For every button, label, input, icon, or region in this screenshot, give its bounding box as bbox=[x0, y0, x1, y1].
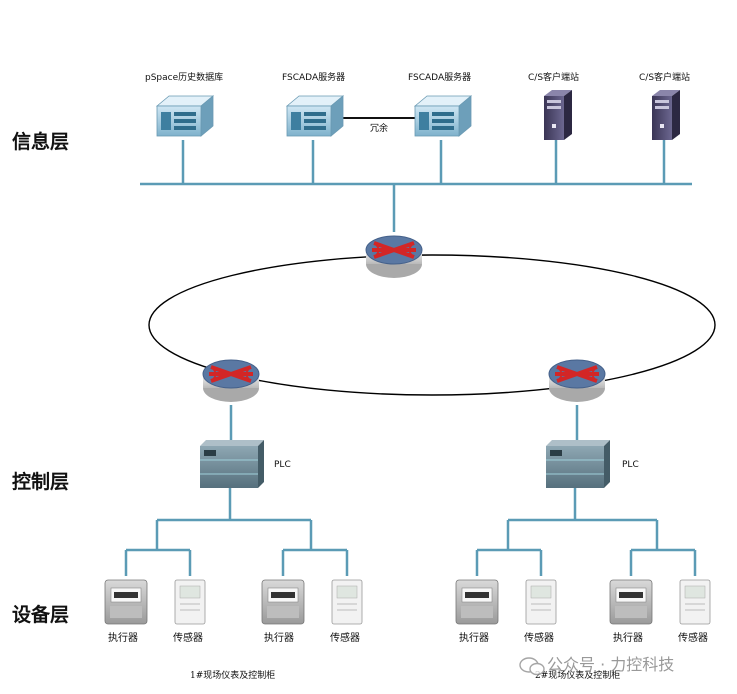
historian-server-icon bbox=[156, 95, 214, 137]
left-device-label-1: 执行器 bbox=[108, 631, 138, 644]
left-cabinet-label: 1#现场仪表及控制柜 bbox=[190, 669, 275, 681]
right-actuator-icon-2 bbox=[609, 579, 653, 625]
left-device-tree bbox=[124, 488, 349, 576]
client-workstation-icon-1 bbox=[544, 90, 572, 140]
control-layer-label: 控制层 bbox=[12, 471, 70, 493]
router-plc-links bbox=[229, 405, 579, 442]
historian-label: pSpace历史数据库 bbox=[145, 71, 223, 83]
left-sensor-icon-2 bbox=[331, 579, 363, 625]
info-layer-label: 信息层 bbox=[12, 131, 70, 153]
device-layer-label: 设备层 bbox=[12, 604, 70, 626]
left-device-label-3: 执行器 bbox=[264, 631, 294, 644]
right-sensor-icon-1 bbox=[525, 579, 557, 625]
client2-label: C/S客户端站 bbox=[639, 71, 690, 83]
right-plc-label: PLC bbox=[622, 460, 639, 470]
left-actuator-icon-1 bbox=[104, 579, 148, 625]
right-plc-icon bbox=[545, 439, 611, 489]
redundant-label: 冗余 bbox=[370, 122, 388, 134]
fscada2-label: FSCADA服务器 bbox=[408, 71, 471, 83]
right-actuator-icon-1 bbox=[455, 579, 499, 625]
fscada-server-icon-1 bbox=[286, 95, 344, 137]
right-device-label-3: 执行器 bbox=[613, 631, 643, 644]
core-router-icon bbox=[364, 234, 424, 280]
right-device-label-1: 执行器 bbox=[459, 631, 489, 644]
right-device-label-4: 传感器 bbox=[678, 631, 708, 644]
left-plc-label: PLC bbox=[274, 460, 291, 470]
client-workstation-icon-2 bbox=[652, 90, 680, 140]
left-actuator-icon-2 bbox=[261, 579, 305, 625]
left-router-icon bbox=[201, 358, 261, 404]
fscada1-label: FSCADA服务器 bbox=[282, 71, 345, 83]
right-device-label-2: 传感器 bbox=[524, 631, 554, 644]
left-device-label-2: 传感器 bbox=[173, 631, 203, 644]
right-cabinet-label: 2#现场仪表及控制柜 bbox=[535, 669, 620, 681]
watermark-text: 公众号 · 力控科技 bbox=[547, 655, 674, 674]
right-device-tree bbox=[475, 488, 697, 576]
left-plc-icon bbox=[199, 439, 265, 489]
info-bus bbox=[140, 140, 692, 232]
client1-label: C/S客户端站 bbox=[528, 71, 579, 83]
right-router-icon bbox=[547, 358, 607, 404]
left-sensor-icon-1 bbox=[174, 579, 206, 625]
wechat-watermark: 公众号 · 力控科技 bbox=[519, 655, 674, 676]
ring-network bbox=[148, 254, 716, 396]
fscada-server-icon-2 bbox=[414, 95, 472, 137]
right-sensor-icon-2 bbox=[679, 579, 711, 625]
left-device-label-4: 传感器 bbox=[330, 631, 360, 644]
